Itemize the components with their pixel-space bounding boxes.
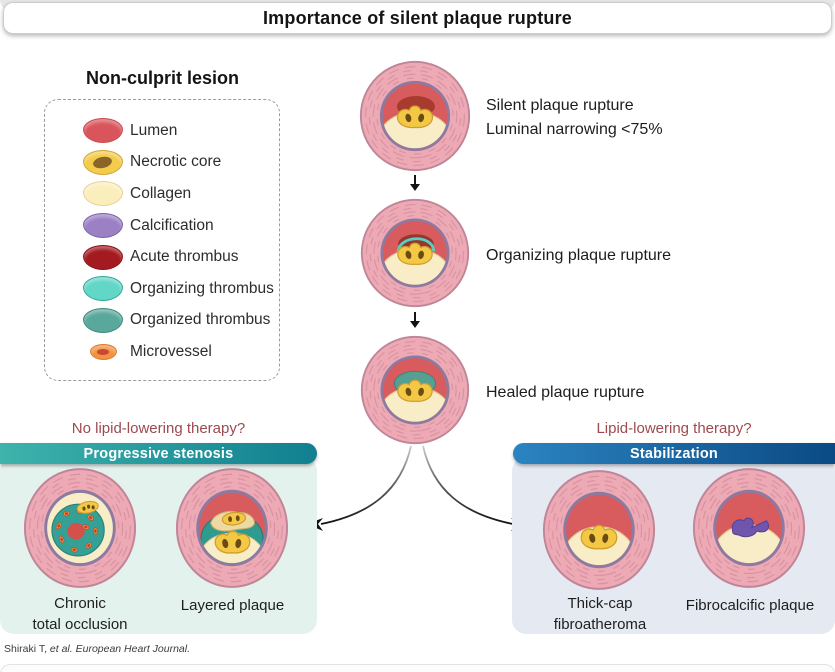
citation-source: et al. European Heart Journal. <box>49 643 191 655</box>
stage-label-organizing-rupture: Organizing plaque rupture <box>486 244 671 268</box>
legend-item-acute-thrombus: Acute thrombus <box>83 241 279 273</box>
vessel-organizing-plaque-rupture-illustration <box>360 198 470 308</box>
stage-label-healed-rupture: Healed plaque rupture <box>486 381 644 405</box>
citation-author: Shiraki T, <box>4 643 50 655</box>
legend-item-collagen: Collagen <box>83 178 279 210</box>
vessel-chronic-total-occlusion <box>22 466 138 590</box>
figure-title-bar: Importance of silent plaque rupture <box>3 2 832 34</box>
legend-label: Lumen <box>130 121 178 139</box>
microvessels <box>55 508 98 553</box>
legend-swatch-inner <box>96 348 109 355</box>
vessel-healed-plaque-rupture <box>359 334 471 446</box>
legend-label: Microvessel <box>130 342 212 360</box>
vessel-fibrocalcific-plaque-illustration <box>692 468 806 588</box>
legend-label: Collagen <box>130 184 192 202</box>
vessel-healed-plaque-rupture-illustration <box>360 335 470 445</box>
legend-label: Organized thrombus <box>130 311 271 329</box>
vessel-silent-plaque-rupture <box>358 59 472 173</box>
legend-swatch-organized-thrombus <box>83 307 123 333</box>
down-arrow-icon <box>409 175 421 191</box>
caption-chronic-total-occlusion: Chronic total occlusion <box>10 593 150 635</box>
caption-thick-cap-fibroatheroma: Thick-cap fibroatheroma <box>530 593 670 635</box>
legend-swatch-lumen <box>83 118 123 144</box>
vessel-fibrocalcific-plaque <box>691 466 807 590</box>
legend-swatch-organizing-thrombus <box>83 276 123 302</box>
legend-item-lumen: Lumen <box>83 115 279 147</box>
vessel-chronic-total-occlusion-illustration <box>23 468 137 588</box>
legend-swatch-microvessel <box>89 343 117 360</box>
down-arrow-icon <box>409 312 421 328</box>
vessel-layered-plaque-illustration <box>175 468 289 588</box>
legend-item-organizing-thrombus: Organizing thrombus <box>83 273 279 305</box>
legend-box: Lumen Necrotic core Collagen Calcificati… <box>44 99 280 381</box>
legend-title: Non-culprit lesion <box>86 68 239 88</box>
stage-line: Luminal narrowing <75% <box>486 121 663 138</box>
vessel-layered-plaque <box>174 466 290 590</box>
question-left: No lipid-lowering therapy? <box>71 420 246 437</box>
question-right: Lipid-lowering therapy? <box>596 420 752 437</box>
stabilization-banner: Stabilization <box>513 443 835 464</box>
progressive-stenosis-banner: Progressive stenosis <box>0 443 317 464</box>
caption-line: total occlusion <box>32 616 128 633</box>
legend-label: Necrotic core <box>130 153 222 171</box>
caption-layered-plaque: Layered plaque <box>160 595 305 616</box>
legend-swatch-acute-thrombus <box>83 244 123 270</box>
legend-item-necrotic-core: Necrotic core <box>83 147 279 179</box>
legend-item-organized-thrombus: Organized thrombus <box>83 305 279 337</box>
legend-item-calcification: Calcification <box>83 210 279 242</box>
legend-swatch-necrotic-core <box>83 149 123 175</box>
vessel-thick-cap-fibroatheroma <box>541 468 657 592</box>
stage-label-silent-rupture: Silent plaque rupture Luminal narrowing … <box>486 94 663 142</box>
figure-title: Importance of silent plaque rupture <box>262 7 573 28</box>
caption-fibrocalcific-plaque: Fibrocalcific plaque <box>670 595 830 616</box>
legend-label: Organizing thrombus <box>130 279 274 297</box>
legend-swatch-inner <box>92 155 113 170</box>
caption-line: Chronic <box>54 595 106 612</box>
legend-label: Calcification <box>130 216 214 234</box>
legend-swatch-collagen <box>83 181 123 207</box>
branch-arrows <box>307 445 527 531</box>
legend-item-microvessel: Microvessel <box>83 336 279 368</box>
vessel-thick-cap-fibroatheroma-illustration <box>542 470 656 590</box>
legend-label: Acute thrombus <box>130 248 239 266</box>
citation: Shiraki T, et al. European Heart Journal… <box>4 643 190 655</box>
banner-label: Stabilization <box>630 445 718 462</box>
stage-line: Organizing plaque rupture <box>486 247 672 264</box>
banner-label: Progressive stenosis <box>83 445 234 462</box>
stage-line: Silent plaque rupture <box>486 97 634 114</box>
vessel-organizing-plaque-rupture <box>359 197 471 309</box>
bottom-card-edge <box>0 664 835 672</box>
caption-line: Thick-cap <box>567 595 633 612</box>
vessel-silent-plaque-rupture-illustration <box>359 60 471 172</box>
stage-line: Healed plaque rupture <box>486 384 645 401</box>
legend-swatch-calcification <box>83 213 123 239</box>
caption-line: fibroatheroma <box>553 616 647 633</box>
caption-line: Layered plaque <box>180 597 285 614</box>
caption-line: Fibrocalcific plaque <box>685 597 815 614</box>
